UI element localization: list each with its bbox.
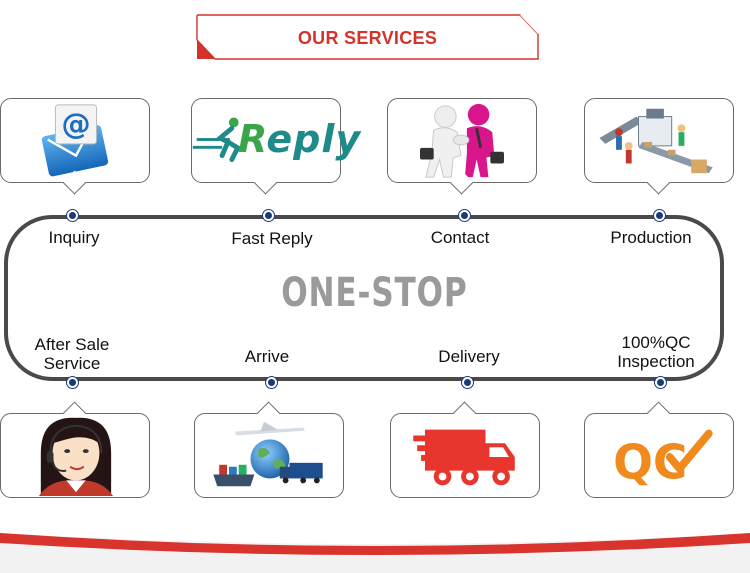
after-sale-node <box>67 377 78 388</box>
bottom-stripe <box>0 533 750 573</box>
one-stop-loop <box>4 215 724 381</box>
arrive-node <box>266 377 277 388</box>
qc-check-icon: QC <box>613 429 713 490</box>
production-card <box>584 98 734 195</box>
production-label: Production <box>610 228 692 247</box>
globe-transport-icon <box>213 421 323 487</box>
fast-reply-label: Fast Reply <box>231 229 313 248</box>
contact-node <box>459 210 470 221</box>
production-node <box>654 210 665 221</box>
qc-label: 100%QC Inspection <box>604 333 708 371</box>
fast-reply-card: Reply <box>191 98 360 195</box>
qc-label-line2: Inspection <box>617 352 695 371</box>
banner-frame <box>196 14 539 60</box>
inquiry-label: Inquiry <box>48 228 100 247</box>
reply-logo-text: Reply <box>238 117 362 161</box>
production-line-icon <box>599 108 713 174</box>
customer-service-icon <box>38 417 114 497</box>
delivery-card <box>390 401 540 498</box>
after-sale-label: After Sale Service <box>22 335 122 373</box>
qc-label-line1: 100%QC <box>621 333 691 352</box>
arrive-label: Arrive <box>244 347 290 366</box>
handshake-icon <box>420 103 504 178</box>
svg-text:@: @ <box>61 107 90 141</box>
delivery-node <box>462 377 473 388</box>
after-sale-card <box>0 401 150 498</box>
email-at-icon: @ <box>41 104 109 177</box>
delivery-truck-icon <box>413 429 515 486</box>
after-sale-label-line1: After Sale <box>34 335 110 354</box>
page-title: OUR SERVICES <box>297 28 438 48</box>
contact-card <box>387 98 537 195</box>
reply-logo-icon <box>192 117 241 162</box>
after-sale-label-line2: Service <box>43 354 101 373</box>
inquiry-node <box>67 210 78 221</box>
inquiry-card: @ <box>0 98 150 195</box>
one-stop-text: ONE-STOP <box>281 270 468 316</box>
delivery-label: Delivery <box>438 347 500 366</box>
qc-node <box>655 377 666 388</box>
contact-label: Contact <box>430 228 490 247</box>
fast-reply-node <box>263 210 274 221</box>
arrive-card <box>194 401 344 498</box>
title-banner: OUR SERVICES <box>195 14 540 60</box>
qc-card: QC <box>584 401 734 498</box>
